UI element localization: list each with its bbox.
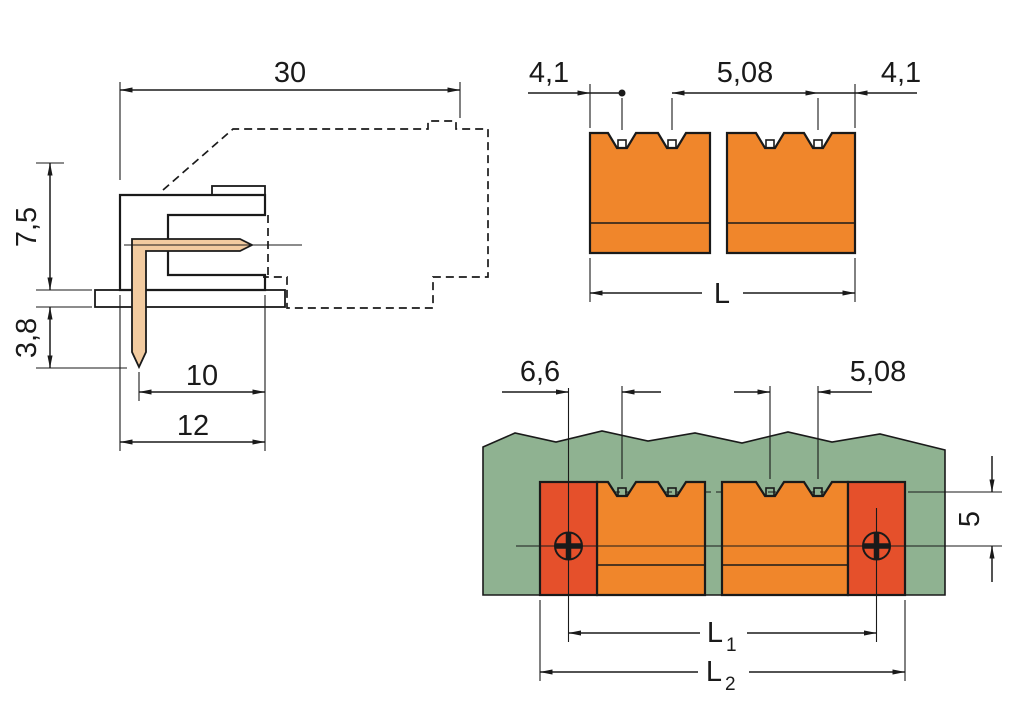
front-view: 4,1 5,08 4,1 L: [528, 57, 921, 310]
header-top-right-segment: [720, 480, 850, 597]
dim-label-L2-sub: 2: [725, 674, 736, 695]
dim-height-above-board: 7,5: [11, 162, 92, 291]
pin-cross-section: [667, 139, 677, 149]
dim-body-depth: 12: [119, 295, 266, 451]
pin-cross-section: [813, 139, 823, 149]
dim-screw-spacing-L1: L 1: [568, 617, 877, 656]
pin-cross-section: [667, 487, 677, 497]
pin-cross-section: [765, 487, 775, 497]
dim-end-to-pole-right: 4,1: [818, 57, 921, 128]
dim-label-5-08-top: 5,08: [850, 356, 906, 388]
dim-label-4-1-right: 4,1: [881, 57, 921, 89]
pcb-cross-section: [94, 289, 286, 308]
dim-total-depth: 30: [119, 57, 461, 180]
dim-label-10: 10: [186, 360, 218, 392]
pin-cross-section: [813, 487, 823, 497]
pin-cross-section: [765, 139, 775, 149]
dim-label-L1-base: L: [707, 617, 723, 649]
dim-pin-to-front-edge: 10: [138, 295, 266, 451]
solder-pin: [131, 238, 255, 370]
top-view: 6,6 5,08 5 L 1 L 2: [482, 356, 1002, 695]
header-block-right: [725, 131, 857, 255]
dim-end-to-pole-left: 4,1: [528, 57, 626, 130]
dim-pole-row-to-screw-axis: 5: [908, 456, 1002, 582]
dim-label-L2-base: L: [706, 656, 722, 688]
dim-pin-protrusion: 3,8: [11, 306, 127, 369]
dim-label-7-5: 7,5: [11, 207, 43, 247]
dim-overall-length-L2: L 2: [539, 600, 906, 695]
dim-label-5-08-front: 5,08: [717, 57, 773, 89]
reference-dot: [618, 89, 626, 97]
connector-body-cross-section: [118, 193, 267, 292]
pin-cross-section: [617, 487, 627, 497]
dim-label-6-6: 6,6: [520, 356, 560, 388]
pin-cross-section: [617, 139, 627, 149]
dim-label-L: L: [714, 278, 730, 310]
dim-label-4-1-left: 4,1: [529, 57, 569, 89]
dim-length-L: L: [589, 258, 856, 310]
dim-label-3-8: 3,8: [11, 318, 43, 358]
screw-right: [862, 531, 891, 561]
dim-label-30: 30: [274, 57, 306, 89]
header-top-left-segment: [595, 480, 707, 597]
screw-left: [554, 531, 583, 561]
dim-label-12: 12: [177, 410, 209, 442]
dim-pole-pitch-top: 5,08: [734, 356, 906, 479]
dim-pole-pitch-front: 5,08: [671, 57, 819, 130]
header-block-left: [588, 131, 712, 255]
side-view: 30 7,5 3,8 10 12: [11, 57, 489, 451]
dim-label-L1-sub: 1: [726, 635, 737, 656]
dim-label-5: 5: [954, 511, 986, 527]
mating-plug-outline: [162, 120, 489, 309]
dim-screw-to-first-pole: 6,6: [502, 356, 661, 479]
latch-lip: [211, 185, 266, 196]
